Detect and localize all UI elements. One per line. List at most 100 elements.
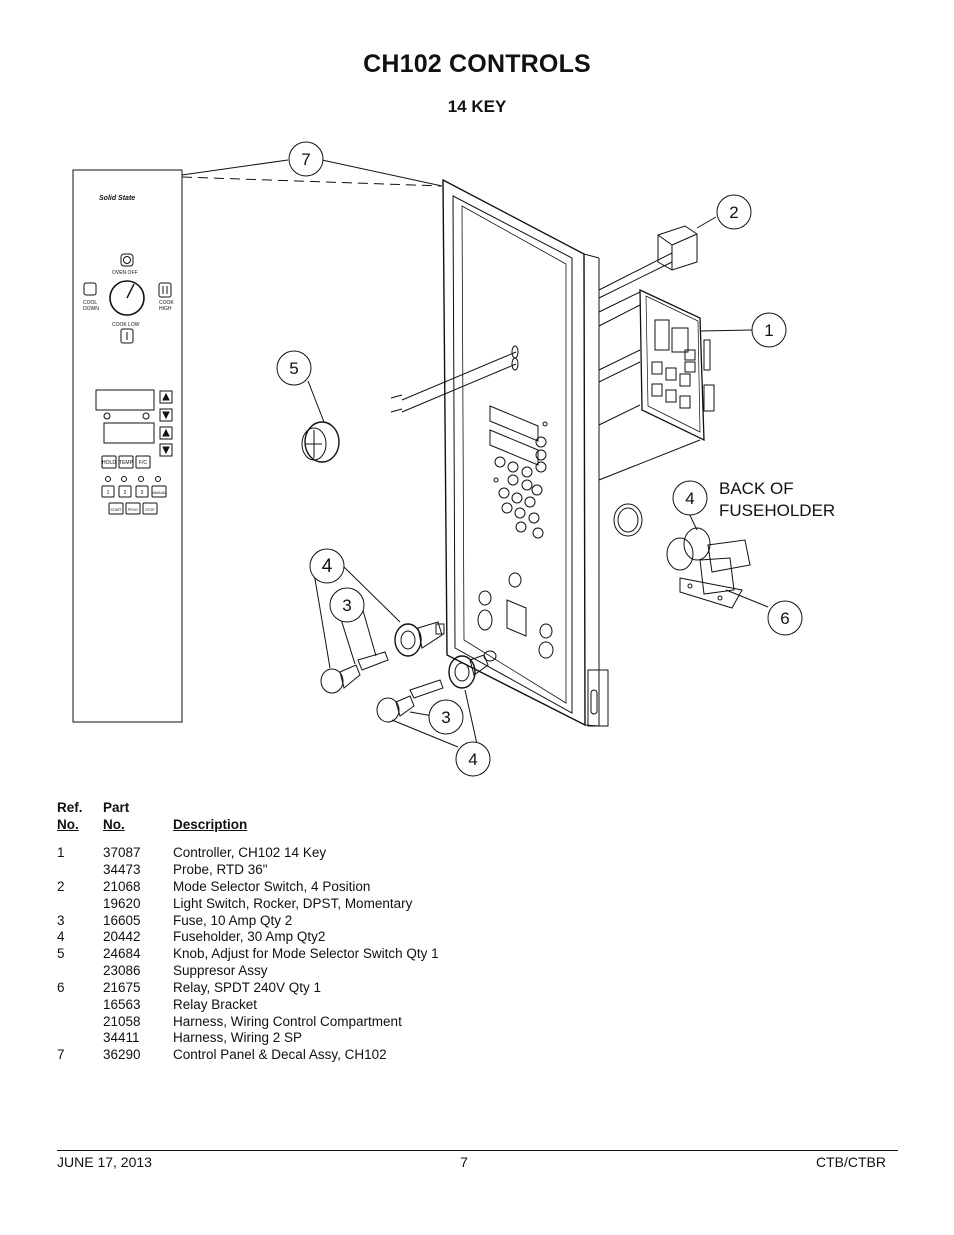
- callout-4-back: [672, 480, 708, 516]
- row-ref: 4: [57, 929, 65, 944]
- decal-panel: [72, 169, 183, 723]
- header-part: Part: [103, 800, 130, 815]
- panel-cook: COOK: [159, 300, 174, 306]
- page-title: CH102 CONTROLS: [363, 50, 591, 78]
- callout-4-left-label: 4: [322, 556, 333, 577]
- header-ref-no: No.: [57, 817, 79, 832]
- panel-brand: Solid State: [99, 195, 135, 202]
- row-part: 21068: [103, 879, 141, 894]
- row-part: 34411: [103, 1030, 140, 1045]
- back-of-fuseholder-label-2: FUSEHOLDER: [719, 501, 835, 520]
- row-desc: Harness, Wiring 2 SP: [173, 1030, 303, 1045]
- knob: [304, 421, 340, 463]
- footer-date: JUNE 17, 2013: [57, 1154, 152, 1170]
- table-row: 7 36290 Control Panel & Decal Assy, CH10…: [57, 1047, 757, 1064]
- panel-key-3: 3: [141, 490, 144, 496]
- row-desc: Relay, SPDT 240V Qty 1: [173, 980, 322, 995]
- table-row: 4 20442 Fuseholder, 30 Amp Qty2: [57, 929, 757, 946]
- row-part: 16605: [103, 913, 141, 928]
- table-row: 23086 Suppresor Assy: [57, 963, 757, 980]
- footer-model: CTB/CTBR: [816, 1154, 886, 1170]
- panel-key-1: 1: [107, 490, 110, 496]
- table-row: 6 21675 Relay, SPDT 240V Qty 1: [57, 980, 757, 997]
- callout-1-label: 1: [764, 321, 773, 340]
- row-desc: Relay Bracket: [173, 997, 258, 1012]
- row-ref: 3: [57, 913, 65, 928]
- callout-3-left: [329, 587, 365, 623]
- keypad-holes: [493, 421, 548, 539]
- row-ref: 1: [57, 845, 65, 860]
- row-desc: Control Panel & Decal Assy, CH102: [173, 1047, 387, 1062]
- panel-key-temp: TEMP: [119, 460, 134, 466]
- table-row: 34473 Probe, RTD 36": [57, 862, 757, 879]
- callout-3-bottom: [428, 699, 464, 735]
- row-part: 37087: [103, 845, 141, 860]
- table-row: 19620 Light Switch, Rocker, DPST, Moment…: [57, 896, 757, 913]
- row-part: 36290: [103, 1047, 141, 1062]
- mode-dial: [109, 280, 145, 316]
- page-subtitle: 14 KEY: [447, 97, 507, 116]
- footer-page-number: 7: [460, 1154, 468, 1170]
- panel-high: HIGH: [159, 306, 172, 312]
- table-row: 3 16605 Fuse, 10 Amp Qty 2: [57, 913, 757, 930]
- footer-rule: [57, 1150, 898, 1151]
- row-part: 21058: [103, 1014, 141, 1029]
- row-part: 23086: [103, 963, 141, 978]
- table-row: 21058 Harness, Wiring Control Compartmen…: [57, 1014, 757, 1031]
- panel-key-hold: HOLD: [102, 460, 116, 466]
- row-ref: 7: [57, 1047, 65, 1062]
- header-ref: Ref.: [57, 800, 83, 815]
- row-desc: Fuse, 10 Amp Qty 2: [173, 913, 293, 928]
- panel-key-2: 2: [124, 490, 127, 496]
- callout-4-bottom: [455, 741, 491, 777]
- callout-5-label: 5: [289, 359, 298, 378]
- display-top: [95, 389, 155, 411]
- back-of-fuseholder-label-1: BACK OF: [719, 479, 794, 498]
- panel-cool: COOL: [83, 300, 97, 306]
- panel-key-fc: F/C: [139, 460, 147, 466]
- callout-6: [767, 600, 803, 636]
- table-row: 34411 Harness, Wiring 2 SP: [57, 1030, 757, 1047]
- panel-key-stop: STOP: [145, 508, 155, 512]
- callout-3-left-label: 3: [342, 596, 351, 615]
- row-desc: Fuseholder, 30 Amp Qty2: [173, 929, 326, 944]
- callout-1: [751, 312, 787, 348]
- callout-7: [288, 141, 324, 177]
- callout-4-back-label: 4: [685, 489, 694, 508]
- exploded-parts-diagram: 7 2 1 5 4 4 3 3 4 6 BACK OF FUSEHOLDER S…: [72, 141, 835, 777]
- row-desc: Light Switch, Rocker, DPST, Momentary: [173, 896, 413, 911]
- panel-key-start: START: [110, 508, 122, 512]
- panel-oven-off: OVEN OFF: [112, 270, 138, 276]
- row-part: 24684: [103, 946, 141, 961]
- row-part: 19620: [103, 896, 141, 911]
- row-desc: Mode Selector Switch, 4 Position: [173, 879, 371, 894]
- row-ref: 2: [57, 879, 65, 894]
- display-bottom: [103, 422, 155, 444]
- callout-4-bottom-label: 4: [468, 750, 477, 769]
- callout-5: [276, 350, 312, 386]
- control-panel-frame: [442, 178, 586, 727]
- callout-6-label: 6: [780, 609, 789, 628]
- callout-2-label: 2: [729, 203, 738, 222]
- panel-key-manual: MANUAL: [152, 491, 167, 495]
- row-part: 20442: [103, 929, 141, 944]
- header-part-no: No.: [103, 817, 125, 832]
- callout-7-label: 7: [301, 150, 310, 169]
- callout-3-bottom-label: 3: [441, 708, 450, 727]
- controller-board: [639, 288, 705, 442]
- mode-selector-switch: [657, 225, 698, 271]
- callout-2: [716, 194, 752, 230]
- row-desc: Harness, Wiring Control Compartment: [173, 1014, 402, 1029]
- table-row: 5 24684 Knob, Adjust for Mode Selector S…: [57, 946, 757, 963]
- panel-key-prog: PROG: [128, 508, 139, 512]
- row-ref: 6: [57, 980, 65, 995]
- header-description: Description: [173, 817, 248, 832]
- table-row: 16563 Relay Bracket: [57, 997, 757, 1014]
- row-desc: Controller, CH102 14 Key: [173, 845, 327, 860]
- row-part: 34473: [103, 862, 141, 877]
- panel-down: DOWN: [83, 306, 99, 312]
- table-row: 1 37087 Controller, CH102 14 Key: [57, 845, 757, 862]
- row-part: 21675: [103, 980, 141, 995]
- callout-4-left: [309, 548, 345, 584]
- row-ref: 5: [57, 946, 65, 961]
